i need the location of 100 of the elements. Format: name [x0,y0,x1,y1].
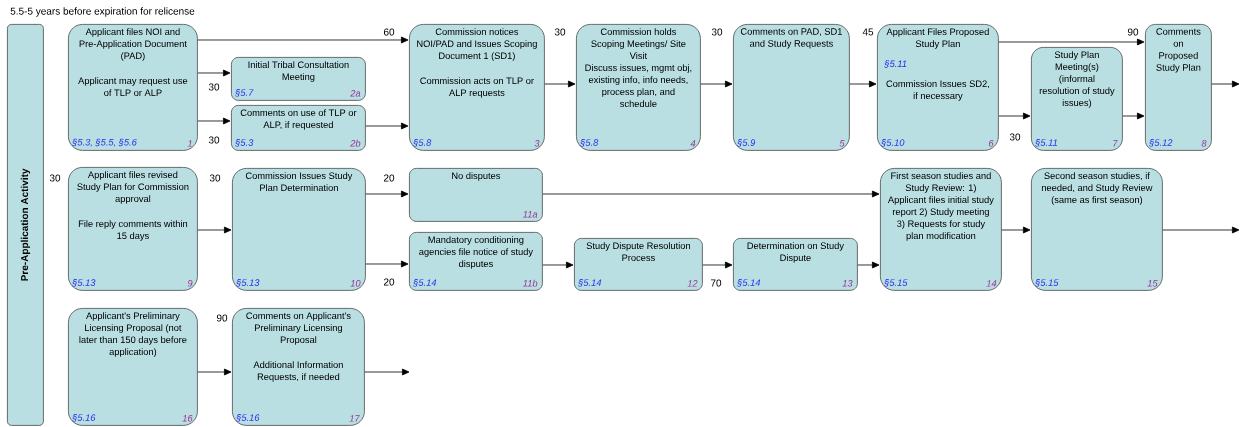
section-reference: §5.3 [235,139,254,147]
box-text: Mandatory conditioning agencies file notice of study disputes [419,236,533,269]
box-text: Study Dispute Resolution Process [586,242,690,261]
process-box [409,168,543,222]
section-reference: §5.9 [737,139,756,147]
box-text: First season studies and Study Review: 1) Applicant files initial study report 2) Study meeting 3) Requests for study plan modification [887,172,994,241]
edge-label: 20 [382,173,396,183]
section-reference: §5.10 [881,139,905,147]
process-box [574,238,703,291]
box-text: Commission notices NOI/PAD and Issues Scoping Document 1 (SD1) [417,28,537,61]
section-reference: §5.8 [413,139,432,147]
arrow [197,36,409,44]
edge-label: 70 [709,278,723,288]
arrow [544,80,576,88]
process-box [68,308,198,426]
section-reference: §5.13 [236,279,260,287]
edge-label: 45 [861,27,875,37]
edge-label: 30 [207,135,221,145]
edge-label: 30 [553,27,567,37]
step-number: 14 [986,280,997,287]
process-box [68,167,198,291]
box-text: Additional Information Requests, if needed [253,361,343,382]
step-number: 1 [187,140,192,147]
process-box [231,57,366,101]
edge-label: 90 [215,313,229,323]
duration-label: 30 [49,174,61,182]
process-box [877,24,999,151]
box-text: Commission acts on TLP or ALP requests [420,77,534,98]
section-reference: §5.15 [884,279,908,287]
box-text: No disputes [452,172,501,181]
process-box [409,24,545,151]
arrow [197,226,232,234]
step-number: 16 [182,415,193,422]
step-number: 2b [350,139,361,147]
box-text: Comments on PAD, SD1 and Study Requests [740,28,842,49]
box-text: Initial Tribal Consultation Meeting [248,61,349,82]
box-text: Second season studies, if needed, and Study Review (same as first season) [1041,172,1153,205]
arrow [1211,80,1240,88]
section-reference: §5.3, §5.5, §5.6 [72,138,137,147]
box-text: Applicant may request use of TLP or ALP [78,77,188,97]
arrow [365,260,409,268]
edge-label: 30 [1008,132,1022,142]
heading: 5.5-5 years before expiration for relicense [10,7,195,17]
step-number: 17 [349,415,360,422]
section-reference: §5.14 [737,279,761,287]
box-text: File reply comments within 15 days [78,220,188,241]
arrow [542,190,880,198]
section-reference: §5.11 [1035,139,1057,147]
arrow [197,69,231,77]
step-number: 3 [534,140,540,147]
arrow [365,190,409,198]
box-text: Commission Issues SD2, if necessary [886,80,989,101]
process-box [1031,168,1163,291]
section-reference: §5.16 [236,414,260,422]
process-box [232,168,366,291]
section-reference: §5.11 [884,60,907,68]
step-number: 7 [1113,140,1118,147]
process-box [576,24,701,151]
process-box [232,308,365,426]
process-box [733,24,850,151]
side-band: Pre-Application Activity [7,24,44,426]
box-text: Applicant Files Proposed Study Plan [886,28,989,49]
arrow [364,368,410,376]
edge-label: 90 [1126,27,1140,37]
edge-label: 30 [208,173,222,183]
step-number: 13 [842,280,853,287]
arrow [197,368,232,376]
edge-label: 30 [207,82,221,92]
edge-label: 30 [710,27,724,37]
section-reference: §5.15 [1035,279,1059,287]
arrow [998,112,1031,120]
step-number: 8 [1201,140,1207,147]
box-text: Discuss issues, mgmt obj, existing info, info needs, process plan, and schedule [585,64,692,108]
section-reference: §5.7 [235,89,254,97]
arrow [849,80,877,88]
process-box [1031,47,1123,151]
step-number: 5 [839,140,845,147]
section-reference: §5.14 [413,279,437,287]
arrow [702,261,733,269]
box-text: Applicant files NOI and Pre-Application Document (PAD) [79,28,187,61]
arrow [542,261,574,269]
process-box [68,24,198,151]
step-number: 4 [690,140,696,147]
process-box [1145,24,1212,151]
arrow [197,117,231,125]
section-reference: §5.13 [72,279,96,287]
box-text: Applicant files revised Study Plan for Commission approval [77,171,189,204]
process-box [409,232,543,291]
arrow [700,80,733,88]
box-text: Applicant's Preliminary Licensing Proposal (not later than 150 days before application) [79,312,187,357]
edge-label: 60 [382,27,396,37]
step-number: 6 [988,140,994,147]
step-number: 10 [350,280,361,287]
box-text: Determination on Study Dispute [747,242,844,263]
arrow [1001,226,1031,234]
box-text: Commission holds Scoping Meetings/ Site Visit [591,28,686,60]
arrow [1162,226,1240,234]
step-number: 11b [523,279,538,287]
step-number: 11a [523,211,538,218]
process-box [231,105,366,151]
